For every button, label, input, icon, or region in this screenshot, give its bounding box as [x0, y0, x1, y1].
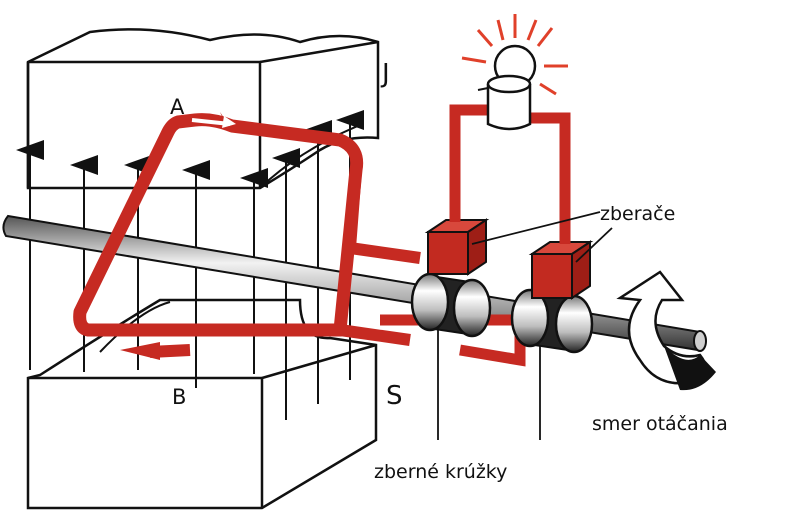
north-pole-magnet [26, 28, 380, 190]
label-brushes: zberače [600, 203, 675, 225]
label-pole-south: S [386, 381, 403, 411]
leader-lines [437, 211, 613, 440]
external-circuit [449, 104, 571, 244]
label-point-b: B [172, 385, 186, 409]
label-pole-north: J [380, 59, 390, 89]
slip-ring-right [510, 288, 594, 354]
label-rotation: smer otáčania [592, 413, 728, 435]
label-point-a: A [170, 95, 185, 119]
label-slip-rings: zberné krúžky [374, 461, 507, 483]
light-bulb-icon [461, 14, 568, 131]
curved-arrow-icon [616, 270, 716, 391]
brush-right [528, 240, 594, 300]
slip-ring-left [410, 272, 492, 338]
brush-left [424, 218, 490, 276]
